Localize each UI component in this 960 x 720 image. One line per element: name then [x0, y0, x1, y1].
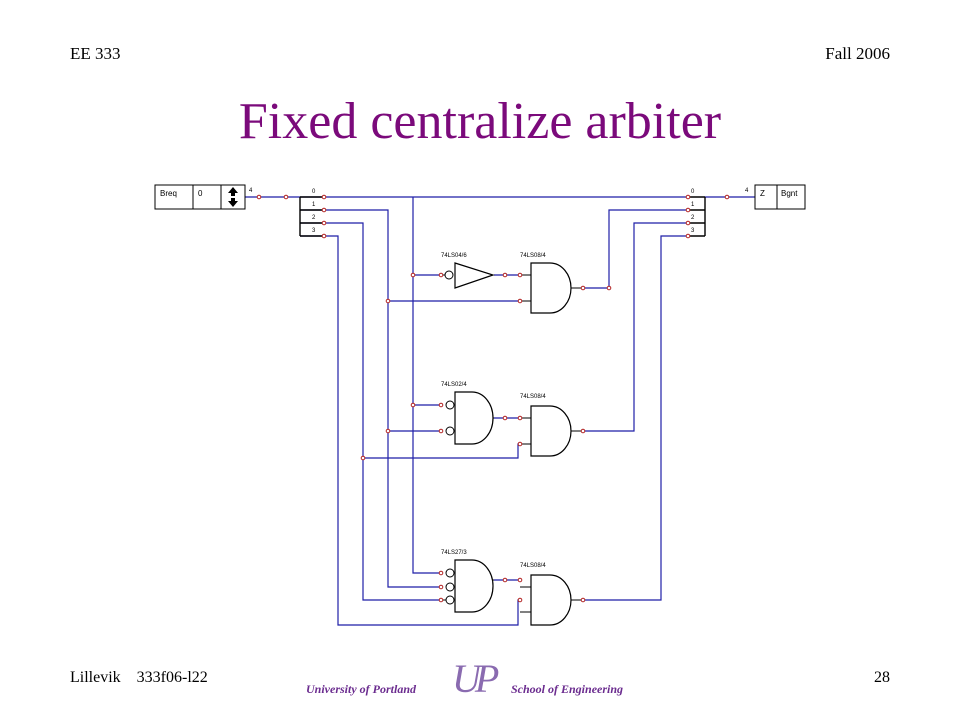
- arrow-up-icon[interactable]: [228, 187, 238, 196]
- inverter-gate: 74LS04/6: [441, 253, 495, 289]
- pin-dot: [321, 207, 327, 213]
- logo-university: University of Portland: [306, 682, 416, 696]
- pin-dot: [438, 428, 444, 434]
- pin-dot: [580, 597, 586, 603]
- pin-dot: [580, 285, 586, 291]
- wire-and2-out: [583, 222, 688, 432]
- pin-dot: [438, 402, 444, 408]
- nor-gate-3: 74LS27/3: [441, 550, 494, 613]
- slide-title: Fixed centralize arbiter: [238, 93, 722, 150]
- label-nor2: 74LS02/4: [441, 382, 467, 388]
- bus-splitter-out: [688, 196, 706, 237]
- pin-dot: [502, 577, 508, 583]
- bit-label-in-0: 0: [312, 189, 316, 195]
- pin-dot: [685, 233, 691, 239]
- bit-label-out-0: 0: [691, 189, 695, 195]
- pin-dot: [517, 272, 523, 278]
- bit-label-out-1: 1: [691, 202, 695, 208]
- pin-dot: [410, 272, 416, 278]
- header-term: Fall 2006: [825, 44, 890, 63]
- pin-dot: [438, 570, 444, 576]
- label-and1: 74LS08/4: [520, 253, 546, 259]
- pin-dot: [385, 428, 391, 434]
- bus-width-in: 4: [249, 188, 253, 194]
- pin-dot: [517, 441, 523, 447]
- footer-page-number: 28: [874, 669, 890, 686]
- input-port-breq[interactable]: Breq 0: [154, 184, 246, 210]
- output-port-bgnt: Z Bgnt: [754, 184, 806, 210]
- pin-dot: [321, 233, 327, 239]
- pin-dot: [438, 597, 444, 603]
- pin-dot: [321, 220, 327, 226]
- pin-dot: [502, 272, 508, 278]
- bit-label-in-3: 3: [312, 228, 316, 234]
- wire-and3-out: [583, 235, 688, 601]
- pin-dot: [385, 298, 391, 304]
- pin-dot: [685, 207, 691, 213]
- pin-dot: [685, 194, 691, 200]
- wire-bit0: [412, 197, 441, 574]
- pin-dots: [256, 194, 730, 603]
- pin-dot: [321, 194, 327, 200]
- bit-label-in-2: 2: [312, 215, 316, 221]
- pin-dot: [438, 584, 444, 590]
- wire-and1-out: [583, 209, 688, 289]
- label-and3: 74LS08/4: [520, 563, 546, 569]
- and-gate-2: 74LS08/4: [520, 394, 583, 457]
- pin-dot: [517, 298, 523, 304]
- footer-doc-id: 333f06-l22: [136, 669, 208, 686]
- wire-bit2-to-and2: [363, 443, 520, 459]
- footer-author: Lillevik: [70, 669, 121, 686]
- label-inv: 74LS04/6: [441, 253, 467, 259]
- and-gate-3: 74LS08/4: [520, 563, 583, 626]
- input-label: Breq: [160, 189, 177, 198]
- pin-dot: [606, 285, 612, 291]
- bus-splitter-in: [299, 196, 324, 237]
- footer-left: Lillevik 333f06-l22: [70, 669, 208, 687]
- header-course: EE 333: [70, 44, 121, 63]
- bus-width-out: 4: [745, 188, 749, 194]
- output-label: Bgnt: [781, 189, 798, 198]
- label-nor3: 74LS27/3: [441, 550, 467, 556]
- nor-gate-2: 74LS02/4: [441, 382, 494, 445]
- wires: [237, 196, 755, 626]
- bit-label-in-1: 1: [312, 202, 316, 208]
- pin-dot: [256, 194, 262, 200]
- logo-monogram: UP: [452, 656, 499, 701]
- pin-dot: [502, 415, 508, 421]
- bit-label-out-3: 3: [691, 228, 695, 234]
- pin-dot: [360, 455, 366, 461]
- and-gate-1: 74LS08/4: [520, 253, 583, 314]
- pin-dot: [410, 402, 416, 408]
- pin-dot: [517, 577, 523, 583]
- pin-dot: [517, 415, 523, 421]
- wire-bit2: [300, 222, 441, 601]
- label-and2: 74LS08/4: [520, 394, 546, 400]
- university-logo: University of Portland UP School of Engi…: [306, 655, 666, 705]
- output-value: Z: [760, 189, 765, 198]
- logo-school: School of Engineering: [511, 682, 624, 696]
- pin-dot: [580, 428, 586, 434]
- pin-dot: [283, 194, 289, 200]
- input-value: 0: [198, 189, 203, 198]
- wire-bit1: [300, 209, 441, 588]
- pin-dot: [517, 597, 523, 603]
- arrow-down-icon[interactable]: [228, 198, 238, 207]
- pin-dot: [685, 220, 691, 226]
- pin-dot: [438, 272, 444, 278]
- pin-dot: [724, 194, 730, 200]
- bit-label-out-2: 2: [691, 215, 695, 221]
